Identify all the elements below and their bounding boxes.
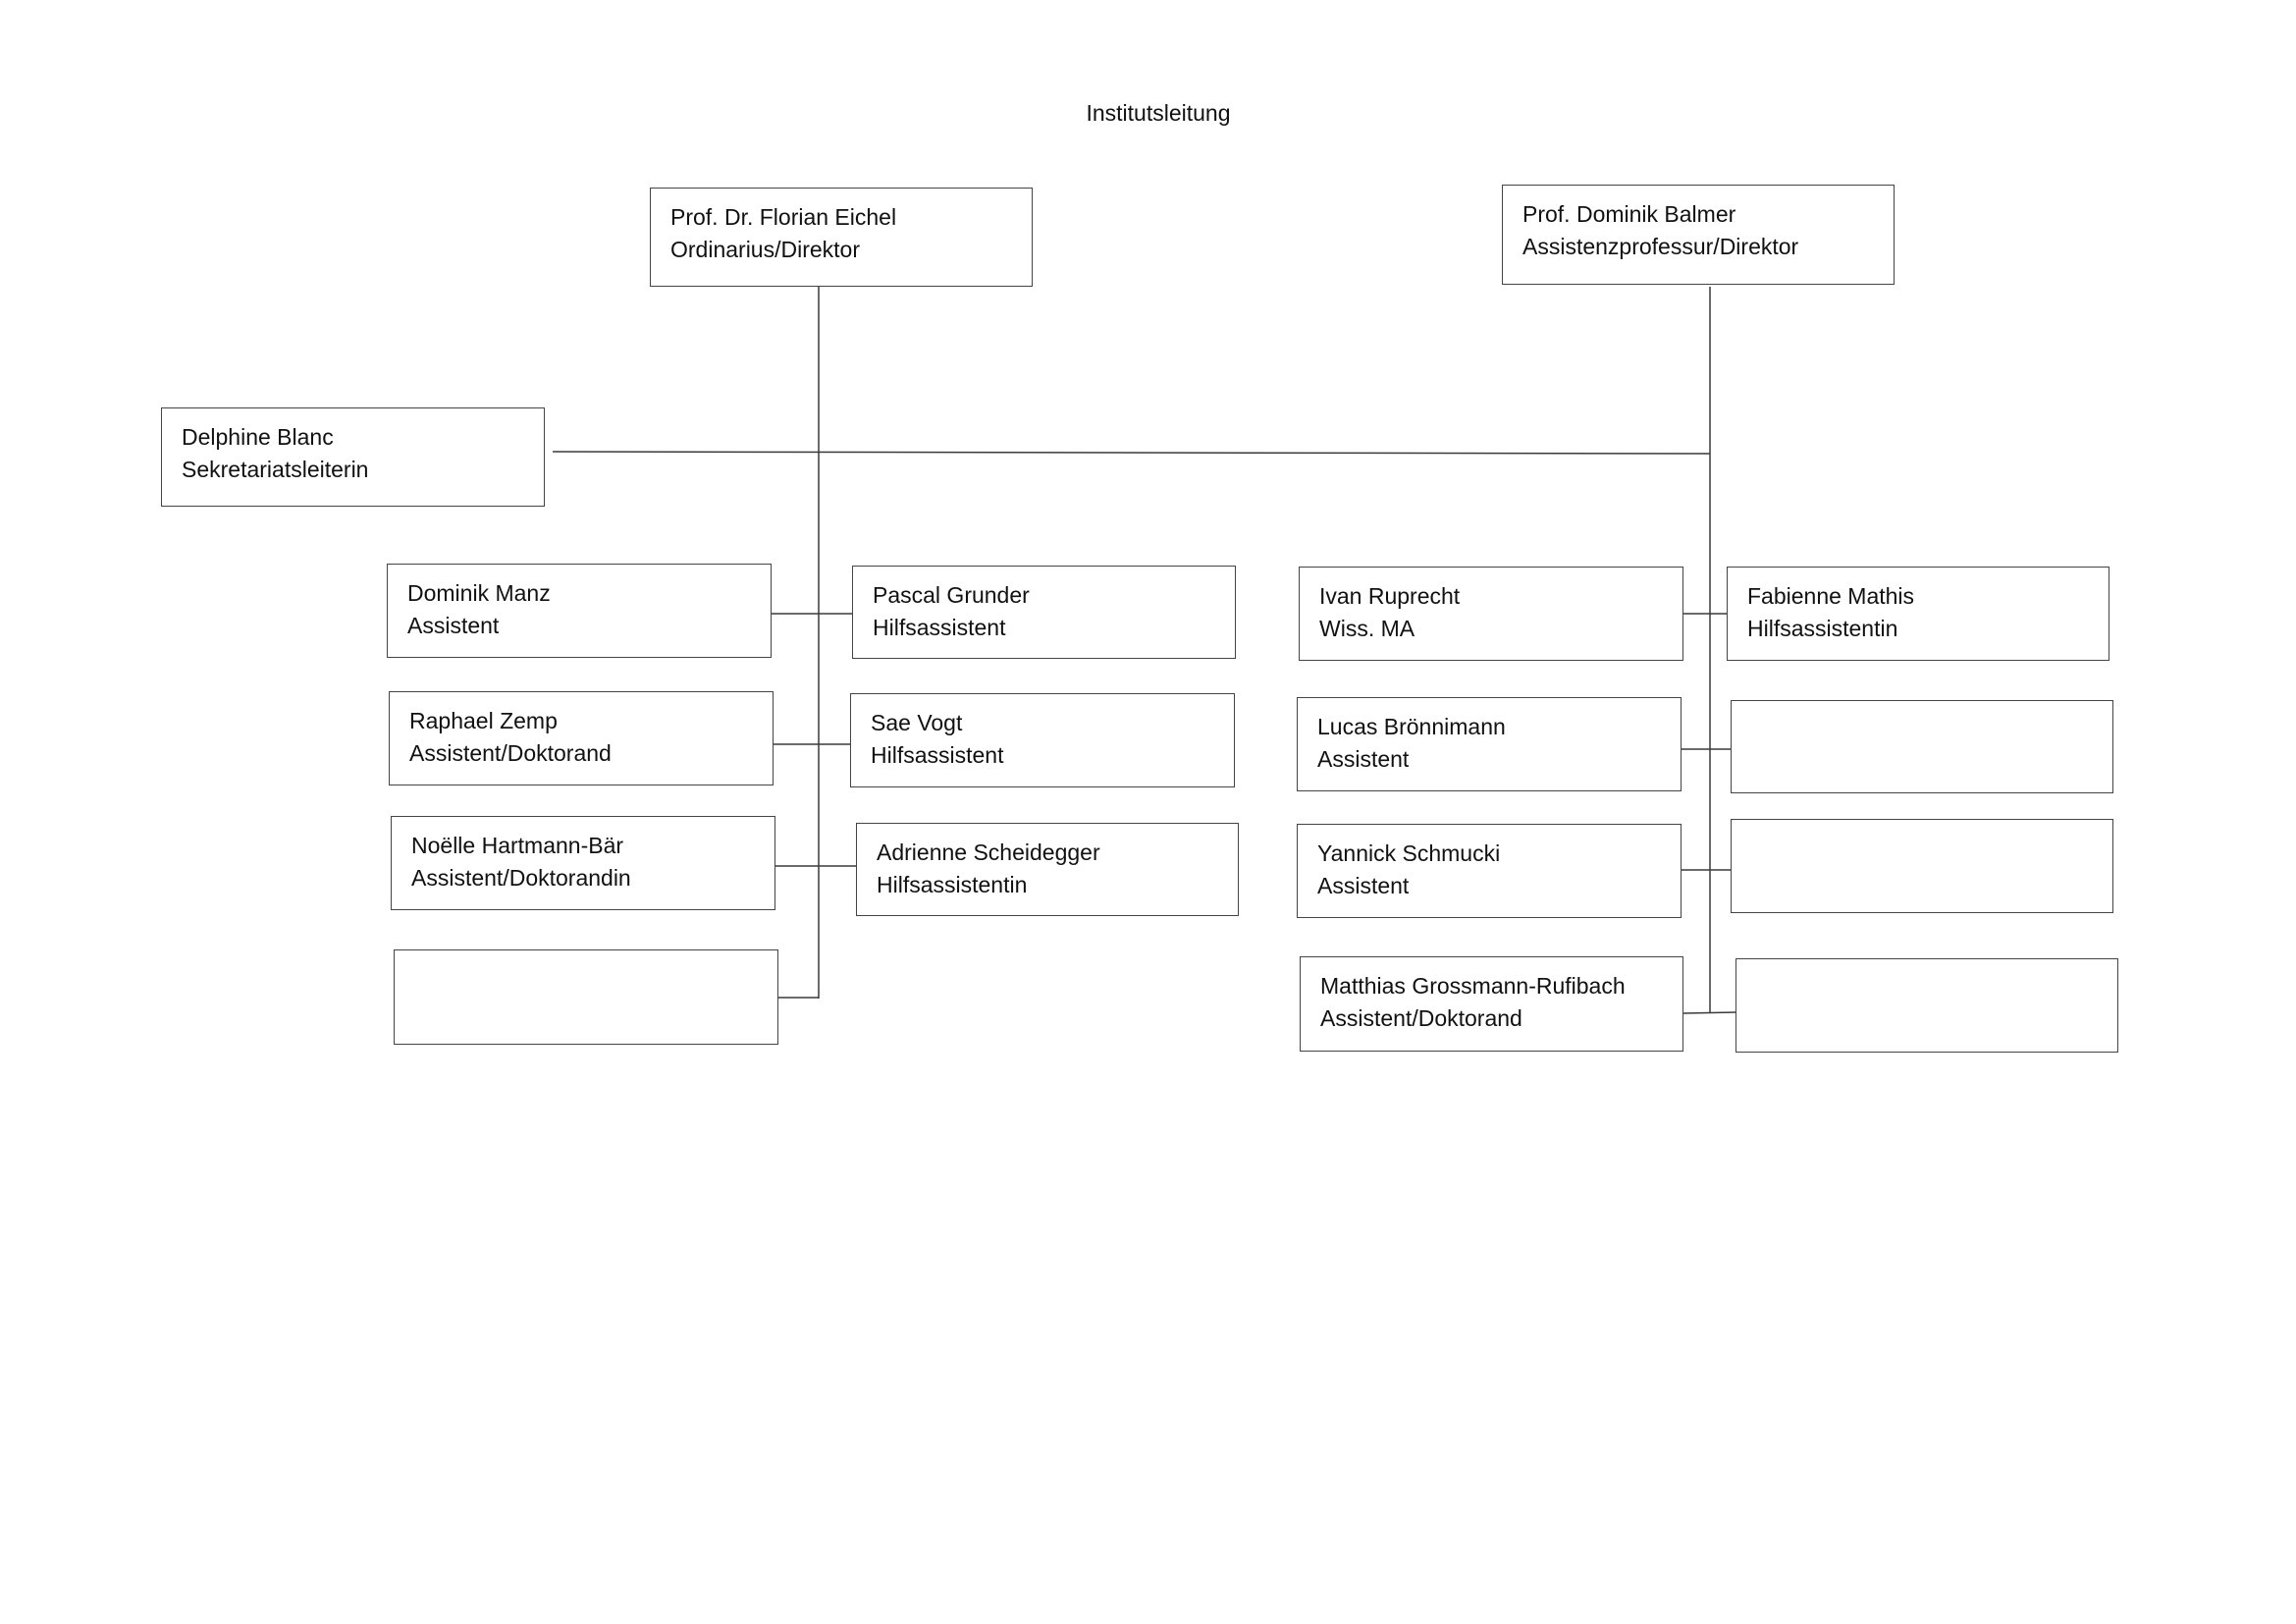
- person-name: Lucas Brönnimann: [1317, 714, 1506, 739]
- connector-right-row-4: [1682, 1011, 1736, 1014]
- person-role: Assistent: [1317, 746, 1410, 772]
- diagram-title: Institutsleitung: [1086, 100, 1231, 126]
- left-helper-box-3: Adrienne Scheidegger Hilfsassistentin: [856, 823, 1239, 916]
- left-assistant-box-2: Raphael Zemp Assistent/Doktorand: [389, 691, 774, 785]
- person-name: Pascal Grunder: [873, 582, 1030, 608]
- person-role: Assistent: [407, 613, 500, 638]
- person-role: Assistent/Doktorand: [1320, 1005, 1522, 1031]
- person-name: Matthias Grossmann-Rufibach: [1320, 973, 1626, 999]
- director-box-right: Prof. Dominik Balmer Assistenzprofessur/…: [1502, 185, 1895, 285]
- person-name: Sae Vogt: [871, 710, 963, 735]
- left-assistant-box-1: Dominik Manz Assistent: [387, 564, 772, 658]
- director-box-left: Prof. Dr. Florian Eichel Ordinarius/Dire…: [650, 188, 1033, 287]
- right-assistant-box-3: Yannick Schmucki Assistent: [1297, 824, 1682, 918]
- right-helper-box-3: [1731, 819, 2113, 913]
- director-role: Assistenzprofessur/Direktor: [1522, 234, 1799, 259]
- director-name: Prof. Dr. Florian Eichel: [670, 204, 897, 230]
- person-name: Delphine Blanc: [182, 424, 334, 450]
- right-helper-box-1: Fabienne Mathis Hilfsassistentin: [1727, 567, 2109, 661]
- person-name: Noëlle Hartmann-Bär: [411, 833, 624, 858]
- person-role: Hilfsassistentin: [877, 872, 1028, 897]
- director-role: Ordinarius/Direktor: [670, 237, 860, 262]
- person-role: Assistent: [1317, 873, 1410, 898]
- left-helper-box-1: Pascal Grunder Hilfsassistent: [852, 566, 1236, 659]
- left-assistant-box-4: [394, 949, 778, 1045]
- right-helper-box-4: [1735, 958, 2118, 1053]
- person-role: Assistent/Doktorandin: [411, 865, 631, 891]
- person-role: Hilfsassistent: [871, 742, 1004, 768]
- right-assistant-box-1: Ivan Ruprecht Wiss. MA: [1299, 567, 1683, 661]
- person-role: Hilfsassistent: [873, 615, 1006, 640]
- right-helper-box-2: [1731, 700, 2113, 793]
- person-name: Yannick Schmucki: [1317, 840, 1501, 866]
- person-name: Raphael Zemp: [409, 708, 558, 733]
- left-helper-box-2: Sae Vogt Hilfsassistent: [850, 693, 1235, 787]
- person-name: Adrienne Scheidegger: [877, 839, 1100, 865]
- director-name: Prof. Dominik Balmer: [1522, 201, 1736, 227]
- right-assistant-box-2: Lucas Brönnimann Assistent: [1297, 697, 1682, 791]
- person-name: Dominik Manz: [407, 580, 551, 606]
- person-role: Sekretariatsleiterin: [182, 457, 369, 482]
- person-role: Hilfsassistentin: [1747, 616, 1898, 641]
- person-name: Ivan Ruprecht: [1319, 583, 1461, 609]
- right-assistant-box-4: Matthias Grossmann-Rufibach Assistent/Do…: [1300, 956, 1683, 1052]
- secretariat-box: Delphine Blanc Sekretariatsleiterin: [161, 407, 545, 507]
- connector-secretariat: [552, 451, 1711, 455]
- person-name: Fabienne Mathis: [1747, 583, 1915, 609]
- left-assistant-box-3: Noëlle Hartmann-Bär Assistent/Doktorandi…: [391, 816, 775, 910]
- person-role: Wiss. MA: [1319, 616, 1415, 641]
- person-role: Assistent/Doktorand: [409, 740, 612, 766]
